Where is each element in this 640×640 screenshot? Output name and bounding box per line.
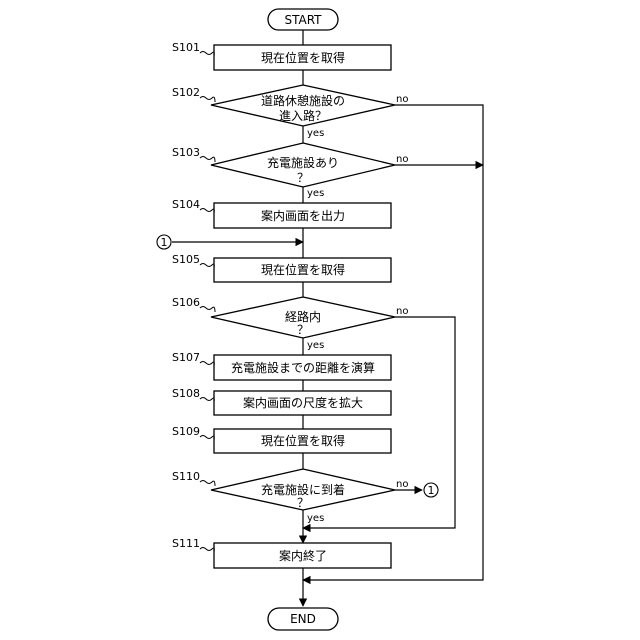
decision-s110: 充電施設に到着 ？ bbox=[211, 469, 395, 510]
connector-in: 1 bbox=[157, 235, 171, 249]
s102-yes-label: yes bbox=[307, 128, 324, 139]
s106-yes-label: yes bbox=[307, 340, 324, 351]
decision-s103: 充電施設あり ？ bbox=[211, 143, 395, 187]
step-id-s101: S101 bbox=[172, 41, 200, 54]
step-id-s111: S111 bbox=[172, 537, 200, 550]
step-s108: 案内画面の尺度を拡大 bbox=[214, 391, 391, 415]
start-terminal: START bbox=[268, 9, 338, 30]
step-id-s103: S103 bbox=[172, 146, 200, 159]
step-s107-text: 充電施設までの距離を演算 bbox=[231, 360, 375, 375]
s110-no-label: no bbox=[396, 479, 408, 490]
leader-s108 bbox=[200, 398, 214, 403]
decision-s102-line1: 道路休憩施設の bbox=[261, 93, 345, 108]
step-s109: 現在位置を取得 bbox=[214, 429, 391, 453]
s102-no-label: no bbox=[396, 94, 408, 105]
leader-s101 bbox=[200, 52, 214, 57]
step-s101-text: 現在位置を取得 bbox=[261, 50, 345, 65]
s110-yes-label: yes bbox=[307, 513, 324, 524]
s103-yes-label: yes bbox=[307, 188, 324, 199]
step-s108-text: 案内画面の尺度を拡大 bbox=[243, 395, 363, 410]
decision-s106-line2: ？ bbox=[297, 323, 309, 337]
leader-s107 bbox=[200, 362, 214, 367]
leader-s102 bbox=[200, 97, 215, 103]
step-id-s109: S109 bbox=[172, 425, 200, 438]
decision-s103-line1: 充電施設あり bbox=[267, 155, 339, 170]
decision-s103-line2: ？ bbox=[297, 171, 309, 185]
step-id-s110: S110 bbox=[172, 470, 200, 483]
decision-s102: 道路休憩施設の 進入路？ bbox=[211, 85, 395, 126]
step-s107: 充電施設までの距離を演算 bbox=[214, 355, 391, 380]
step-id-s106: S106 bbox=[172, 296, 200, 309]
leader-s106 bbox=[200, 307, 215, 313]
decision-s110-line2: ？ bbox=[297, 496, 309, 510]
step-id-s104: S104 bbox=[172, 198, 200, 211]
step-s109-text: 現在位置を取得 bbox=[261, 433, 345, 448]
leader-s103 bbox=[200, 157, 215, 163]
step-s104-text: 案内画面を出力 bbox=[261, 208, 345, 223]
end-terminal: END bbox=[268, 608, 338, 630]
step-s105-text: 現在位置を取得 bbox=[261, 262, 345, 277]
step-s105: 現在位置を取得 bbox=[214, 258, 391, 282]
step-id-s107: S107 bbox=[172, 351, 200, 364]
leader-s111 bbox=[200, 548, 214, 553]
decision-s106-line1: 経路内 bbox=[285, 309, 321, 324]
leader-s105 bbox=[200, 264, 214, 269]
s103-no-label: no bbox=[396, 154, 408, 165]
decision-s110-line1: 充電施設に到着 bbox=[261, 482, 345, 497]
decision-s102-line2: 進入路？ bbox=[279, 108, 327, 123]
step-s111: 案内終了 bbox=[214, 543, 391, 568]
step-s101: 現在位置を取得 bbox=[214, 45, 391, 70]
step-s104: 案内画面を出力 bbox=[214, 203, 391, 228]
step-id-s108: S108 bbox=[172, 387, 200, 400]
leader-s109 bbox=[200, 436, 214, 441]
connector-out: 1 bbox=[424, 483, 438, 497]
s106-no-label: no bbox=[396, 306, 408, 317]
step-labels: S101 S102 S103 S104 S105 S106 S107 S108 … bbox=[172, 41, 215, 552]
leader-s110 bbox=[200, 481, 215, 487]
start-label: START bbox=[284, 13, 322, 27]
connector-in-symbol: 1 bbox=[161, 236, 168, 249]
leader-s104 bbox=[200, 209, 214, 214]
step-id-s105: S105 bbox=[172, 253, 200, 266]
end-label: END bbox=[290, 612, 316, 626]
step-id-s102: S102 bbox=[172, 86, 200, 99]
decision-s106: 経路内 ？ bbox=[211, 297, 395, 338]
step-s111-text: 案内終了 bbox=[279, 548, 327, 563]
connector-out-symbol: 1 bbox=[428, 484, 435, 497]
